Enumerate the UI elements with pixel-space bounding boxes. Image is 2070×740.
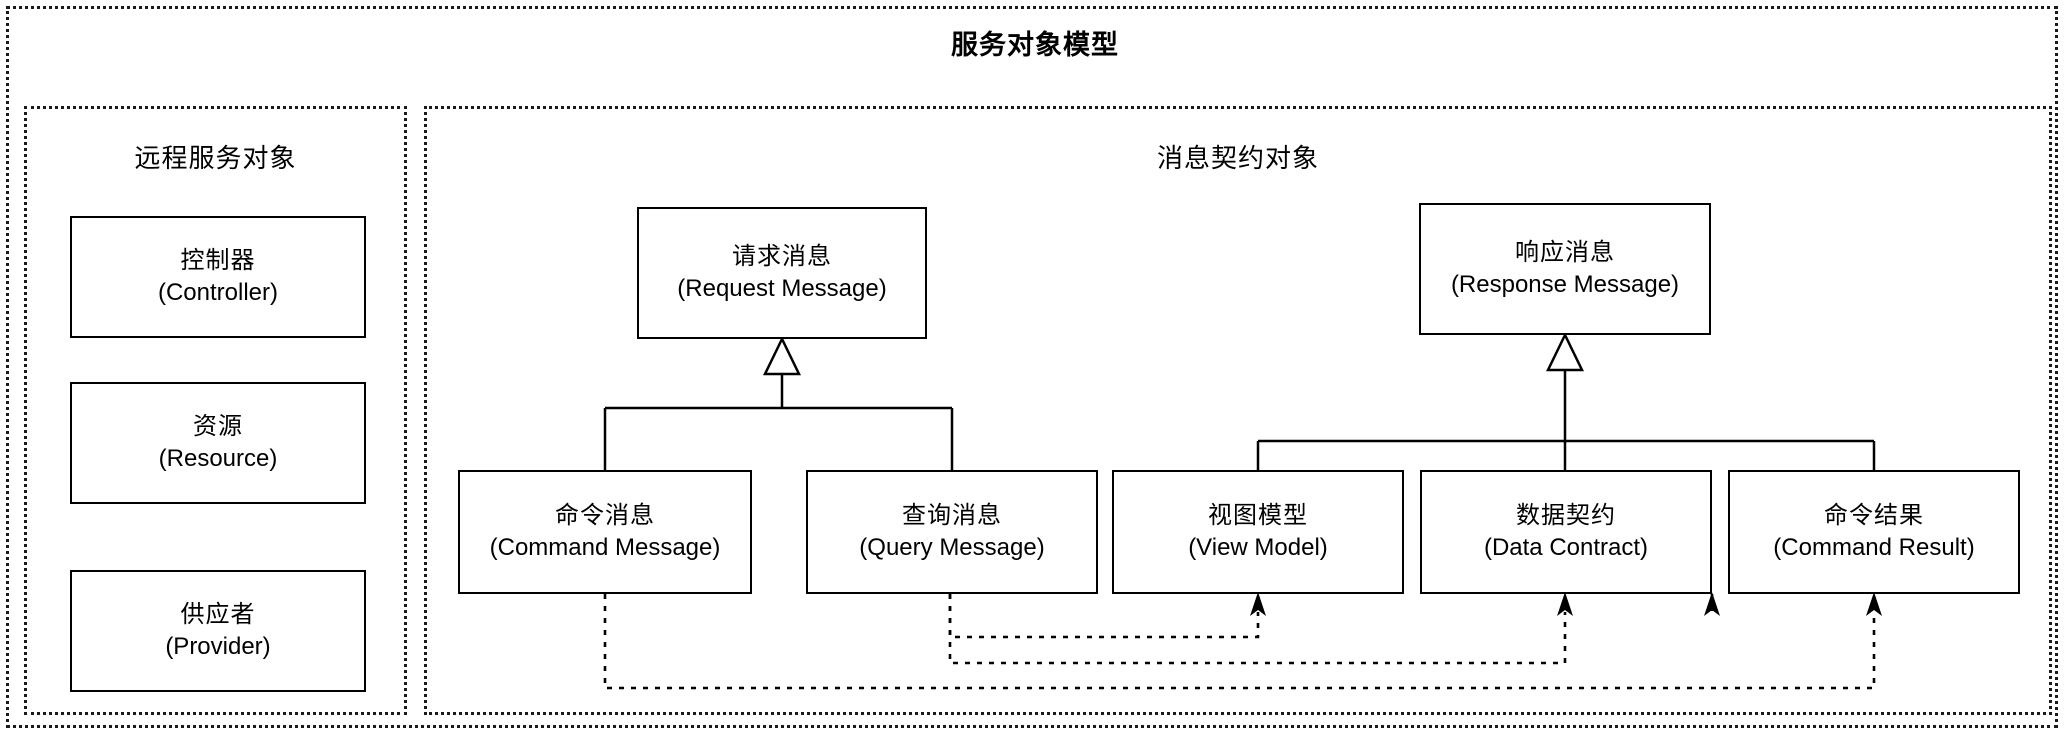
node-provider[interactable]: 供应者 (Provider) — [70, 570, 366, 692]
node-command-message[interactable]: 命令消息 (Command Message) — [458, 470, 752, 594]
node-controller[interactable]: 控制器 (Controller) — [70, 216, 366, 338]
node-request-message[interactable]: 请求消息 (Request Message) — [637, 207, 927, 339]
node-resource-cn: 资源 — [193, 413, 243, 440]
node-data-contract-en: (Data Contract) — [1483, 534, 1649, 561]
node-request-message-en: (Request Message) — [677, 275, 887, 302]
node-response-message-cn: 响应消息 — [1515, 239, 1615, 266]
node-query-message-en: (Query Message) — [859, 534, 1045, 561]
node-controller-cn: 控制器 — [180, 247, 256, 274]
node-request-message-cn: 请求消息 — [732, 243, 832, 270]
group-remote-service-objects: 远程服务对象 — [24, 106, 407, 715]
node-view-model-en: (View Model) — [1188, 534, 1328, 561]
node-provider-cn: 供应者 — [180, 601, 256, 628]
node-command-result-en: (Command Result) — [1773, 534, 1975, 561]
node-command-message-en: (Command Message) — [489, 534, 721, 561]
node-response-message[interactable]: 响应消息 (Response Message) — [1419, 203, 1711, 335]
node-query-message[interactable]: 查询消息 (Query Message) — [806, 470, 1098, 594]
node-query-message-cn: 查询消息 — [902, 502, 1002, 529]
node-provider-en: (Provider) — [165, 633, 271, 660]
group-remote-title: 远程服务对象 — [134, 143, 297, 173]
group-contract-title: 消息契约对象 — [1156, 143, 1319, 173]
outer-boundary — [6, 6, 2058, 728]
diagram-title: 服务对象模型 — [951, 30, 1119, 60]
node-data-contract[interactable]: 数据契约 (Data Contract) — [1420, 470, 1712, 594]
node-resource[interactable]: 资源 (Resource) — [70, 382, 366, 504]
node-response-message-en: (Response Message) — [1450, 271, 1680, 298]
node-view-model-cn: 视图模型 — [1208, 502, 1308, 529]
node-command-result-cn: 命令结果 — [1824, 502, 1924, 529]
node-controller-en: (Controller) — [157, 279, 279, 306]
group-message-contract-objects: 消息契约对象 — [424, 106, 2052, 715]
node-command-result[interactable]: 命令结果 (Command Result) — [1728, 470, 2020, 594]
node-resource-en: (Resource) — [158, 445, 278, 472]
node-data-contract-cn: 数据契约 — [1516, 502, 1616, 529]
node-command-message-cn: 命令消息 — [555, 502, 655, 529]
node-view-model[interactable]: 视图模型 (View Model) — [1112, 470, 1404, 594]
